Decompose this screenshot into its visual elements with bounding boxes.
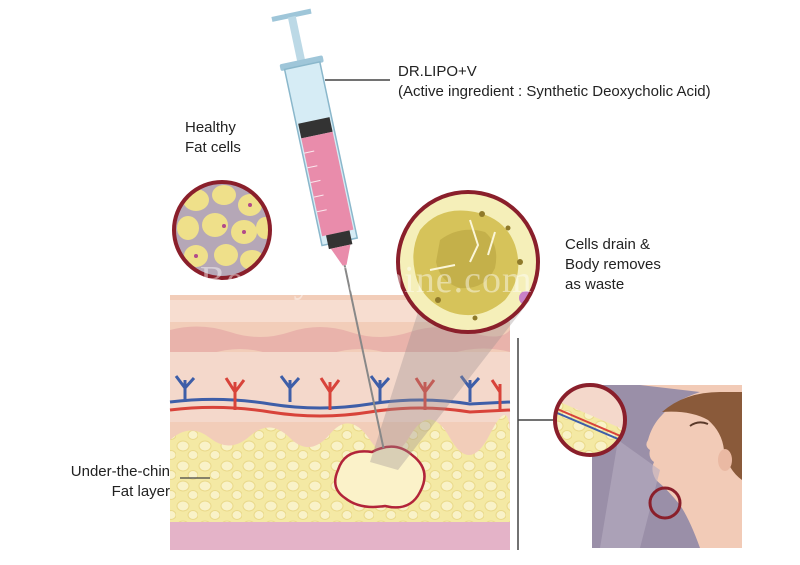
watermark-text: BeautyMachine.com xyxy=(200,259,533,301)
drain-line1: Cells drain & xyxy=(565,236,651,253)
healthy-line1: Healthy xyxy=(185,119,236,136)
chin-target-circle xyxy=(648,486,682,520)
zoom-circle xyxy=(553,383,627,457)
syringe xyxy=(271,8,385,449)
chin-fat-label: Under-the-chin Fat layer xyxy=(20,462,170,502)
healthy-line2: Fat cells xyxy=(185,139,241,156)
chin-line2: Fat layer xyxy=(111,483,170,500)
drain-line3: as waste xyxy=(565,276,625,293)
healthy-fat-label: Healthy Fat cells xyxy=(185,118,241,158)
injection-pocket xyxy=(333,445,426,509)
product-ingredient: (Active ingredient : Synthetic Deoxychol… xyxy=(398,83,711,100)
blood-vessels xyxy=(169,375,511,418)
chin-line1: Under-the-chin xyxy=(70,463,170,480)
product-name: DR.LIPO+V xyxy=(398,63,477,80)
drain-label: Cells drain & Body removes as waste xyxy=(565,235,661,295)
drain-line2: Body removes xyxy=(565,256,661,273)
magnify-cone xyxy=(370,300,530,470)
healthy-fat-cells-circle xyxy=(172,180,272,280)
product-label: DR.LIPO+V (Active ingredient : Synthetic… xyxy=(398,62,711,102)
draining-cells-circle xyxy=(396,190,540,334)
skin-cross-section xyxy=(169,295,511,550)
